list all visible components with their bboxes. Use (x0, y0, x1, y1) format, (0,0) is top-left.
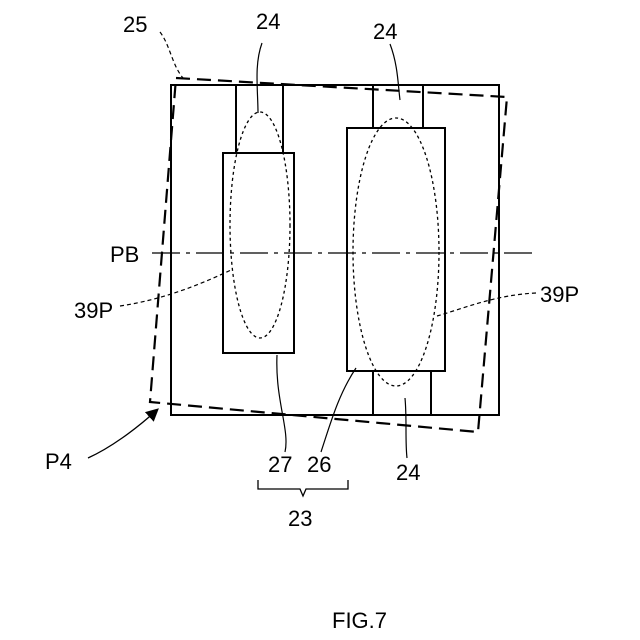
component-26 (347, 128, 445, 371)
label-39p-right: 39P (540, 282, 579, 307)
label-23: 23 (288, 506, 312, 531)
label-39p-left: 39P (74, 298, 113, 323)
label-p4: P4 (45, 449, 72, 474)
leader-39p-right (437, 293, 536, 316)
leader-26 (321, 368, 356, 452)
rotated-dashed-frame (150, 78, 507, 432)
label-24-top-left: 24 (256, 9, 280, 34)
leader-39p-left (120, 270, 231, 306)
leader-27 (277, 355, 286, 452)
label-pb: PB (110, 242, 139, 267)
p4-arrow (88, 410, 157, 458)
leader-24-bottom (405, 398, 407, 458)
label-27: 27 (268, 452, 292, 477)
outer-frame (171, 85, 499, 415)
right-bottom-terminal-tab (373, 371, 431, 415)
label-26: 26 (307, 452, 331, 477)
leader-24-top-left (257, 43, 262, 113)
bracket-23 (258, 480, 348, 496)
figure-caption: FIG.7 (332, 608, 387, 633)
left-terminal-tab (236, 85, 283, 153)
label-24-top-right: 24 (373, 19, 397, 44)
label-24-bottom: 24 (396, 460, 420, 485)
label-25: 25 (123, 12, 147, 37)
leader-25 (160, 32, 183, 78)
